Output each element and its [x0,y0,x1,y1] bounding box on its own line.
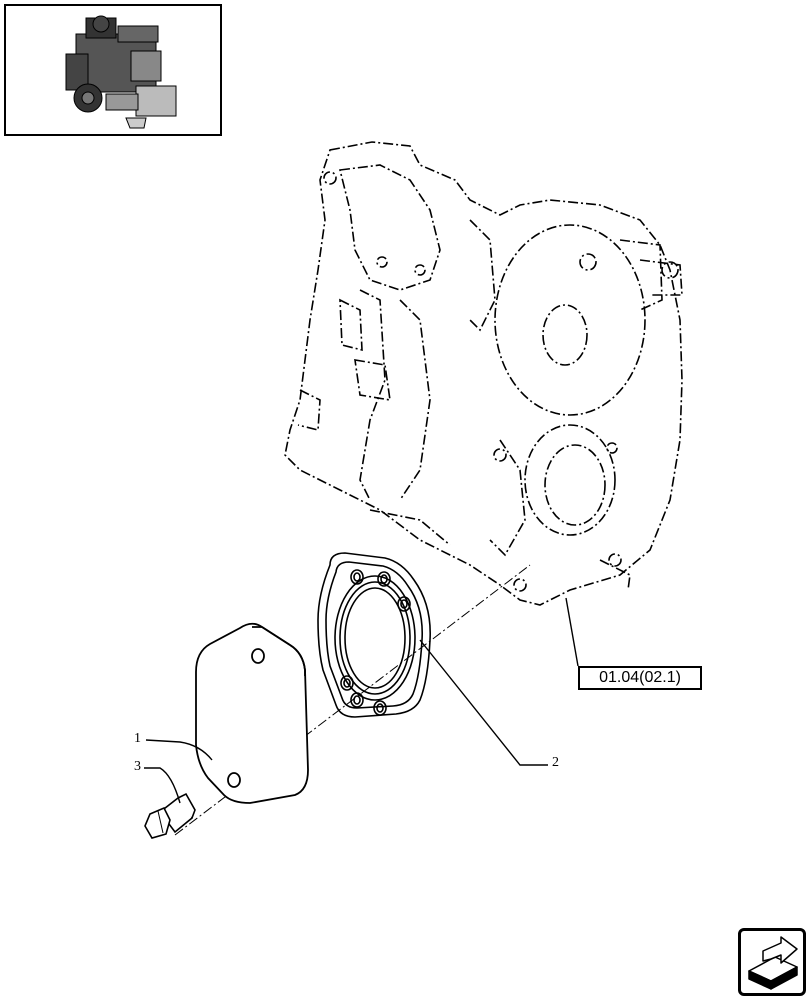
bolt [144,792,196,839]
callout-3-leader [144,767,181,804]
next-page-arrow-icon [748,936,798,990]
next-page-button[interactable] [738,928,806,996]
callout-1-label: 1 [134,731,141,746]
callout-3-label: 3 [134,759,141,774]
timing-case-housing [284,141,683,606]
callout-2-leader [419,639,548,766]
reference-link-box[interactable]: 01.04(02.1) [578,666,702,690]
gasket [317,552,431,718]
callout-2-label: 2 [552,755,559,770]
callout-1-leader [145,739,213,761]
cover-plate [195,622,309,804]
engine-thumbnail[interactable] [4,4,222,136]
reference-leader [565,597,579,667]
engine-thumbnail-icon [65,15,177,129]
